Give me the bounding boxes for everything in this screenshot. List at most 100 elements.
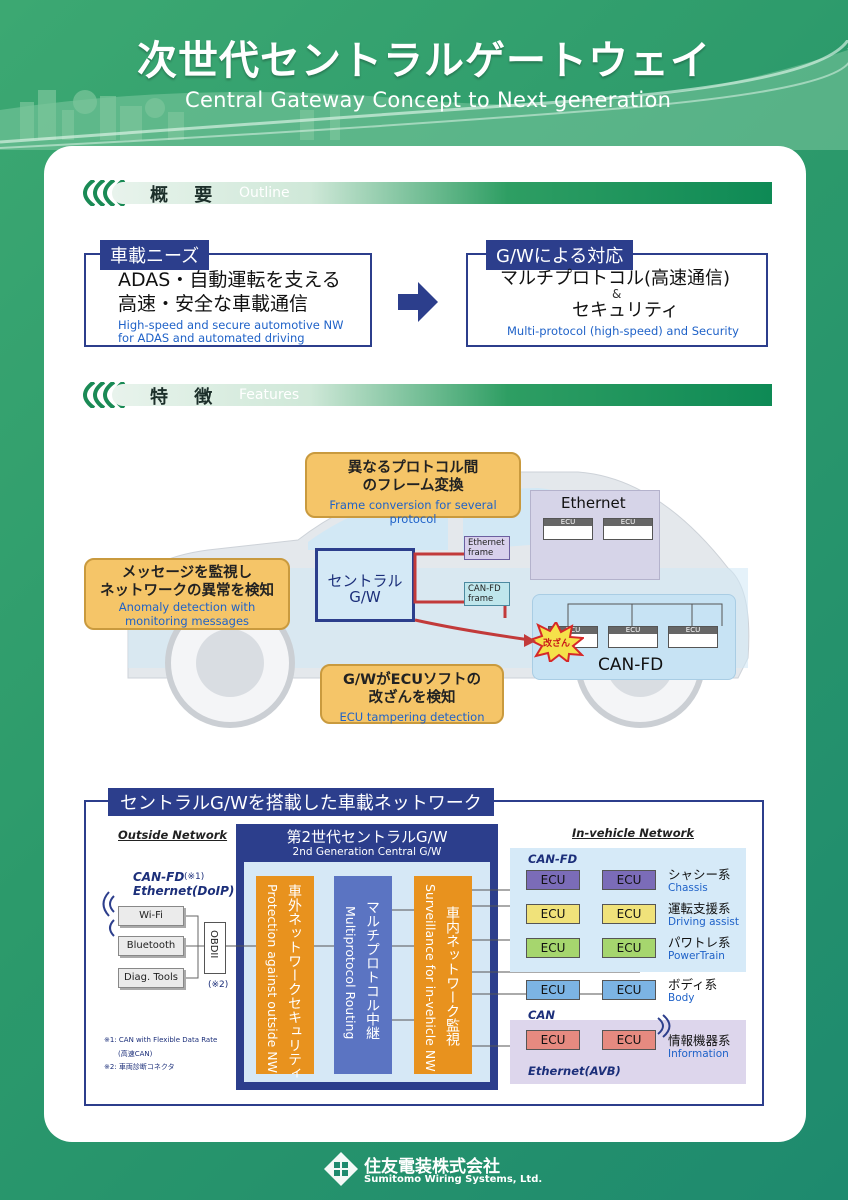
outline-band-bar (112, 182, 772, 204)
system-info-en: Information (668, 1048, 729, 1060)
canfd-doip-label-2: Ethernet(DoIP) (133, 884, 235, 898)
outline-section-header: 概 要 Outline (72, 178, 772, 208)
ecu-powertrain-2: ECU (602, 938, 656, 958)
col-outside-security (256, 876, 314, 1074)
ecu-body-1: ECU (526, 980, 580, 1000)
outline-heading-jp: 概 要 (150, 185, 223, 206)
callout-top-jp1: 異なるプロトコル間 (347, 460, 479, 476)
response-line1: マルチプロトコル(高速通信) (500, 268, 731, 289)
city-skyline-graphic (0, 40, 848, 150)
canfd-frame-tag: CAN-FD frame (464, 582, 510, 606)
tamper-burst-icon (528, 622, 584, 662)
features-section-header: 特 徴 Features (72, 380, 772, 410)
device-connectors (186, 915, 206, 979)
ethernet-frame-tag: Ethernet frame (464, 536, 510, 560)
needs-en2: for ADAS and automated driving (118, 331, 305, 345)
system-driving-jp: 運転支援系 (668, 901, 731, 916)
ethernet-frame-line1: Ethernet (468, 538, 505, 548)
response-amp: & (612, 287, 622, 301)
note-mark-1: (※1) (184, 872, 205, 882)
col1-en: Protection against outside NW (265, 884, 280, 1074)
ecu-body-2: ECU (602, 980, 656, 1000)
right-arrow-icon (398, 282, 438, 322)
ecu-powertrain-1: ECU (526, 938, 580, 958)
canfd-doip-label-1: CAN-FD (133, 870, 185, 884)
system-powertrain-en: PowerTrain (668, 950, 725, 962)
response-tag: G/Wによる対応 (486, 240, 634, 270)
callout-left-en1: Anomaly detection with (118, 600, 256, 614)
system-driving-en: Driving assist (668, 916, 739, 928)
ecu-label: ECU (549, 627, 597, 634)
system-body-jp: ボディ系 (668, 977, 718, 992)
system-powertrain-jp: パワトレ系 (668, 935, 731, 950)
needs-en1: High-speed and secure automotive NW (118, 318, 344, 332)
col1-jp: 車外ネットワークセキュリティ (286, 884, 302, 1080)
company-logo-icon (324, 1152, 358, 1186)
ecu-chassis-1: ECU (526, 870, 580, 890)
callout-left-en2: monitoring messages (124, 614, 250, 628)
ecu-label: ECU (609, 627, 657, 634)
ethernet-ecu-1: ECU (543, 518, 593, 540)
stripes-graphic (83, 180, 126, 206)
ecu-info-1: ECU (526, 1030, 580, 1050)
page-title: 次世代セントラルゲートウェイ (137, 38, 711, 84)
col2-en: Multiprotocol Routing (343, 906, 358, 1040)
canfd-frame-line1: CAN-FD (468, 584, 501, 594)
device-wifi: Wi-Fi (118, 906, 184, 926)
response-en: Multi-protocol (high-speed) and Security (507, 324, 739, 338)
eth-avb-label: Ethernet(AVB) (528, 1064, 621, 1078)
routing-arrows (413, 548, 536, 647)
central-gw-box (315, 548, 415, 622)
tamper-label: 改ざん (543, 639, 571, 649)
footnote-2: ※2: 車両診断コネクタ (104, 1063, 175, 1071)
system-info-jp: 情報機器系 (668, 1033, 731, 1048)
col3-jp: 車内ネットワーク監視 (444, 906, 460, 1046)
outside-network-label: Outside Network (118, 828, 228, 842)
callout-anomaly-detection: メッセージを監視し ネットワークの異常を検知 Anomaly detection… (84, 558, 290, 630)
obd-label: OBDII (208, 930, 219, 959)
central-gw-jp2: G/W (349, 588, 381, 606)
can-group-label: CAN (528, 1008, 555, 1022)
needs-tag: 車載ニーズ (100, 240, 210, 270)
callout-bottom-jp2: 改ざんを検知 (368, 690, 456, 706)
obd-connector: OBDII (204, 922, 226, 974)
col-multiprotocol (334, 876, 392, 1074)
can-bus-lines (567, 603, 723, 626)
canfd-label: CAN-FD (598, 655, 664, 675)
gw-title-jp: 第2世代セントラルG/W (286, 828, 448, 846)
canfd-frame-line2: frame (468, 594, 494, 604)
canfd-group-label: CAN-FD (528, 852, 578, 866)
stripes-graphic (83, 382, 126, 408)
ecu-label: ECU (669, 627, 717, 634)
needs-line1: ADAS・自動運転を支える (118, 269, 341, 291)
callout-bottom-en: ECU tampering detection (339, 710, 485, 724)
ethernet-frame-line2: frame (468, 548, 494, 558)
company-name-jp: 住友電装株式会社 (364, 1157, 500, 1177)
ecu-chassis-2: ECU (602, 870, 656, 890)
system-chassis-jp: シャシー系 (668, 867, 731, 882)
footnote-1b: (高速CAN) (118, 1050, 153, 1058)
col3-en: Surveillance for in-vehicle NW (423, 884, 438, 1072)
central-gw-jp1: セントラル (327, 572, 403, 590)
ecu-info-2: ECU (602, 1030, 656, 1050)
response-line2: セキュリティ (572, 300, 679, 321)
ethernet-label: Ethernet (561, 494, 626, 512)
callout-tampering-detection: G/WがECUソフトの 改ざんを検知 ECU tampering detecti… (320, 664, 504, 724)
device-diag-tools: Diag. Tools (118, 968, 184, 988)
wireless-signal-icons (102, 891, 115, 937)
invehicle-network-label: In-vehicle Network (572, 826, 694, 840)
system-chassis-en: Chassis (668, 882, 708, 894)
obd-note: (※2) (208, 980, 229, 990)
company-name-en: Sumitomo Wiring Systems, Ltd. (364, 1174, 543, 1185)
ecu-driving-1: ECU (526, 904, 580, 924)
ethernet-ecu-2: ECU (603, 518, 653, 540)
ecu-label: ECU (604, 519, 652, 526)
canfd-ecu-3: ECU (668, 626, 718, 648)
system-body-en: Body (668, 992, 695, 1004)
col-invehicle-monitor (414, 876, 472, 1074)
needs-line2: 高速・安全な車載通信 (118, 293, 309, 315)
device-bluetooth: Bluetooth (118, 936, 184, 956)
callout-left-jp1: メッセージを監視し (121, 565, 253, 581)
col2-jp: マルチプロトコル中継 (364, 900, 380, 1040)
wireless-avb-icon (657, 1014, 671, 1038)
